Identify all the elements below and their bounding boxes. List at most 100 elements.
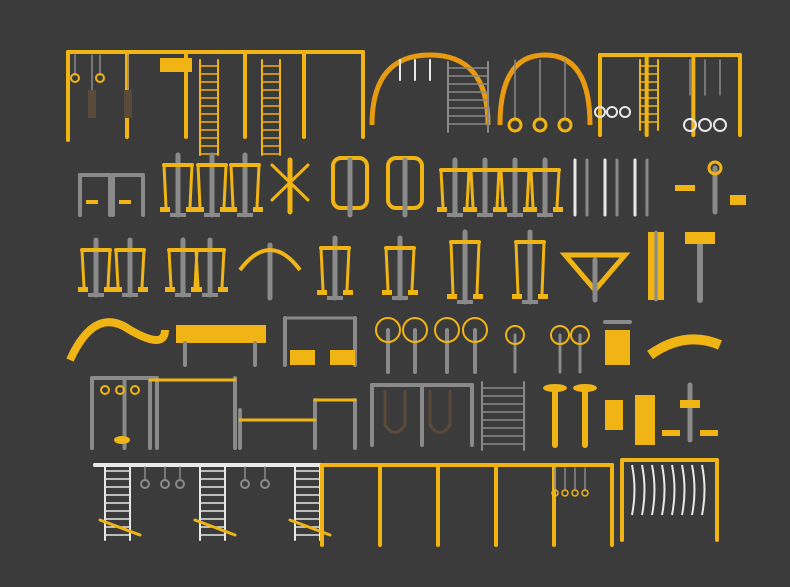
rope [641, 464, 646, 516]
panel [680, 400, 700, 408]
wheel [95, 73, 105, 83]
hand-wheel [570, 325, 590, 374]
panel [317, 290, 327, 295]
bar [495, 168, 501, 209]
bar [465, 168, 471, 209]
panel [138, 287, 148, 292]
bar [114, 248, 120, 289]
panel [88, 90, 96, 118]
wheel [707, 160, 723, 176]
bar [529, 168, 535, 209]
wheel [507, 117, 523, 133]
seated-pedal [675, 160, 746, 215]
panel [522, 300, 538, 304]
wheel [160, 479, 170, 489]
panel [124, 90, 132, 118]
wheel [594, 106, 606, 118]
hand-wheel [505, 325, 525, 374]
panel [175, 293, 191, 297]
panel [112, 287, 122, 292]
panel [104, 287, 114, 292]
panel [700, 430, 718, 436]
panel [253, 207, 263, 212]
wheel [260, 479, 270, 489]
shoulder-press [317, 235, 353, 301]
frame [559, 252, 631, 294]
wheel [561, 489, 569, 497]
panel [457, 300, 473, 304]
spiral-climber [66, 318, 169, 362]
panel [685, 232, 715, 244]
stepper [114, 436, 130, 444]
bar [439, 168, 445, 209]
panel [170, 213, 186, 217]
bar [98, 518, 142, 537]
panel [78, 287, 88, 292]
panel [220, 207, 230, 212]
panel [186, 207, 196, 212]
ring-swing-arches [369, 52, 593, 133]
panel [204, 213, 220, 217]
air-walker [194, 152, 230, 218]
panel [176, 325, 266, 343]
bar [319, 246, 325, 292]
wheel [70, 73, 80, 83]
panel [160, 58, 192, 72]
panel [527, 207, 537, 212]
bar [220, 248, 226, 289]
bar [499, 168, 505, 209]
elliptical-machine [270, 157, 310, 215]
rowing-bench [603, 320, 632, 365]
wheel [462, 317, 488, 343]
bar [193, 518, 237, 537]
pull-down-trainer [447, 229, 483, 305]
panel [538, 294, 548, 299]
panel [119, 200, 131, 204]
wheel [619, 106, 631, 118]
rope [651, 464, 656, 516]
panel [194, 207, 204, 212]
rope [631, 464, 636, 516]
panel [447, 213, 463, 217]
panel [165, 287, 175, 292]
panel [605, 400, 623, 430]
standing-twister [467, 157, 503, 218]
wheel [505, 325, 525, 345]
rope [701, 464, 706, 516]
hand-wheel [550, 325, 570, 374]
wheel [713, 118, 727, 132]
arm-wheel [375, 317, 401, 374]
bar [525, 168, 531, 209]
arms [238, 248, 302, 272]
pull-down-trainer [512, 229, 548, 305]
arch [369, 52, 491, 126]
panel [382, 290, 392, 295]
panel [290, 350, 315, 365]
wheel [130, 385, 140, 395]
panel [675, 185, 695, 191]
bar [410, 246, 416, 292]
waist-twister [543, 384, 567, 448]
panel [497, 207, 507, 212]
monkey-bar-station [66, 50, 365, 156]
panel [237, 213, 253, 217]
rope [671, 464, 676, 516]
bar [162, 163, 168, 209]
panel [537, 213, 553, 217]
chest-press [238, 242, 302, 301]
arm-wheel [434, 317, 460, 374]
skier-machine [662, 382, 718, 443]
panel [473, 294, 483, 299]
tai-chi-wheel [685, 232, 715, 303]
panel [477, 213, 493, 217]
leg-roller [283, 316, 357, 367]
bar [167, 248, 173, 289]
wheel [698, 118, 712, 132]
panel [437, 207, 447, 212]
wheel [240, 479, 250, 489]
sit-up-bench [176, 325, 266, 367]
panel [553, 207, 563, 212]
horizontal-ladder-station [320, 463, 614, 547]
double-swing [370, 383, 474, 447]
panel [192, 287, 202, 292]
